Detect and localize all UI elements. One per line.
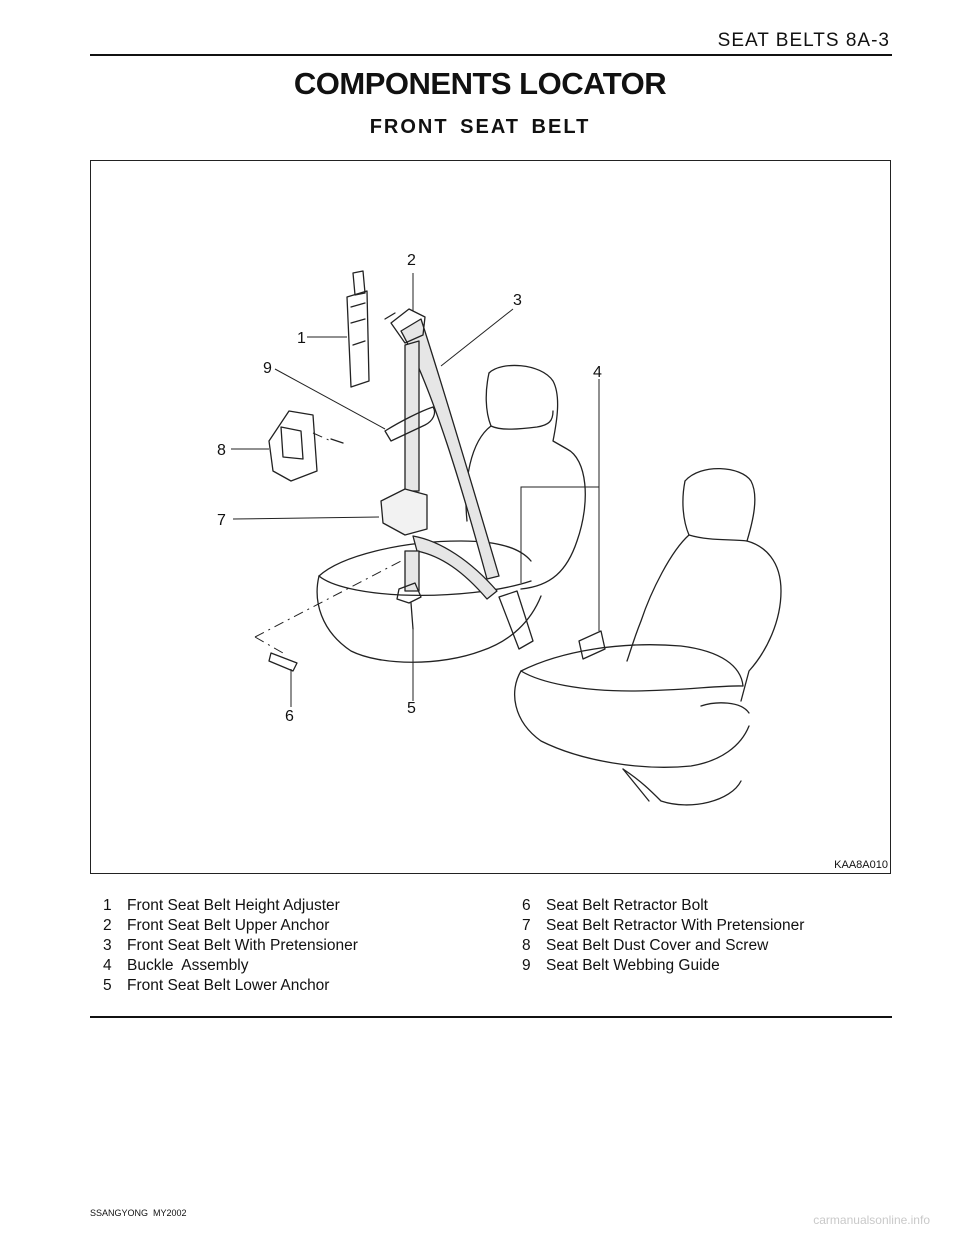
figure-frame: 1 2 3 4 5 6 7 8 9 (90, 160, 891, 874)
callout-2: 2 (407, 252, 416, 269)
legend-label: Front Seat Belt Height Adjuster (127, 897, 340, 914)
legend-item: 3 Front Seat Belt With Pretensioner (103, 936, 358, 956)
callout-7: 7 (217, 512, 226, 529)
legend-label: Buckle Assembly (127, 957, 249, 974)
callout-4: 4 (593, 364, 602, 381)
footer-rule (90, 1016, 892, 1018)
callout-3: 3 (513, 292, 522, 309)
legend-label: Seat Belt Retractor Bolt (546, 897, 708, 914)
legend-item: 8 Seat Belt Dust Cover and Screw (522, 936, 804, 956)
callout-8: 8 (217, 442, 226, 459)
legend-item: 6 Seat Belt Retractor Bolt (522, 896, 804, 916)
legend-number: 4 (103, 957, 112, 974)
figure-code: KAA8A010 (834, 859, 888, 871)
legend-item: 5 Front Seat Belt Lower Anchor (103, 976, 358, 996)
legend-label: Front Seat Belt Upper Anchor (127, 917, 330, 934)
legend-right-column: 6 Seat Belt Retractor Bolt 7 Seat Belt R… (522, 896, 804, 976)
legend-label: Front Seat Belt Lower Anchor (127, 977, 330, 994)
legend-number: 9 (522, 957, 531, 974)
legend-left-column: 1 Front Seat Belt Height Adjuster 2 Fron… (103, 896, 358, 996)
header-rule (90, 54, 892, 56)
legend-label: Seat Belt Retractor With Pretensioner (546, 917, 805, 934)
page-header-title: SEAT BELTS 8A-3 (717, 30, 890, 51)
legend-item: 4 Buckle Assembly (103, 956, 358, 976)
section-title: FRONT SEAT BELT (369, 116, 591, 138)
callout-1: 1 (297, 330, 306, 347)
legend-number: 3 (103, 937, 112, 954)
legend-label: Seat Belt Webbing Guide (546, 957, 720, 974)
legend-item: 7 Seat Belt Retractor With Pretensioner (522, 916, 804, 936)
legend-number: 1 (103, 897, 112, 914)
legend-label: Seat Belt Dust Cover and Screw (546, 937, 769, 954)
seat-belt-illustration: 1 2 3 4 5 6 7 8 9 (217, 252, 782, 806)
leader-line-7 (232, 516, 380, 520)
callout-9: 9 (263, 360, 272, 377)
footer-model: SSANGYONG MY2002 (90, 1208, 187, 1218)
legend-item: 2 Front Seat Belt Upper Anchor (103, 916, 358, 936)
callout-6: 6 (285, 708, 294, 725)
legend-number: 7 (522, 917, 531, 934)
leader-line-9 (274, 368, 386, 430)
legend-number: 5 (103, 977, 112, 994)
callout-5: 5 (407, 700, 416, 717)
watermark[interactable]: carmanualsonline.info (813, 1213, 930, 1227)
legend-number: 8 (522, 937, 531, 954)
page-title: COMPONENTS LOCATOR (293, 66, 667, 101)
legend-item: 1 Front Seat Belt Height Adjuster (103, 896, 358, 916)
legend-item: 9 Seat Belt Webbing Guide (522, 956, 804, 976)
legend-number: 6 (522, 897, 531, 914)
legend-number: 2 (103, 917, 112, 934)
leader-line-3 (440, 308, 514, 367)
legend-label: Front Seat Belt With Pretensioner (127, 937, 358, 954)
